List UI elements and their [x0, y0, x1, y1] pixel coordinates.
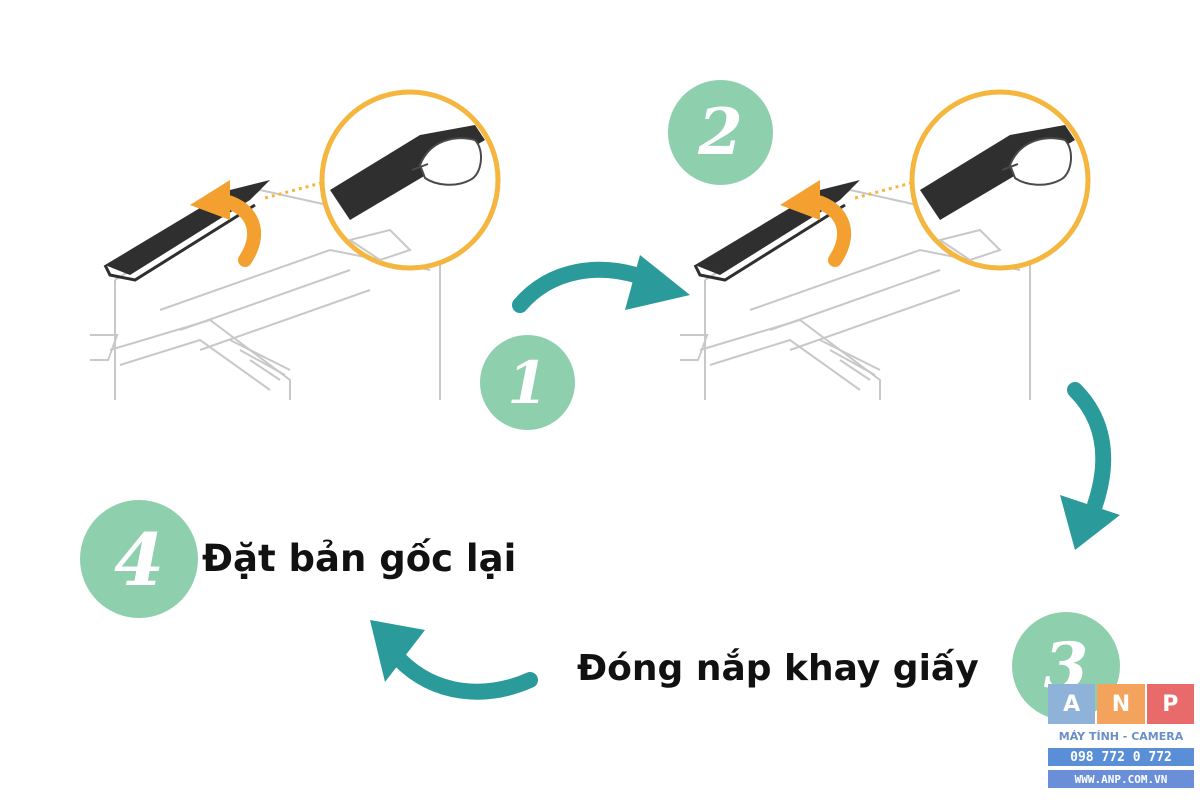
watermark-letter-a: A — [1048, 684, 1096, 724]
watermark-tagline: MÁY TÍNH - CAMERA — [1058, 730, 1184, 743]
step-3-label: Đóng nắp khay giấy — [577, 648, 979, 689]
lift-arrow-head — [780, 180, 820, 220]
curved-arrow-icon — [1060, 382, 1120, 550]
lift-arrow-head — [190, 180, 230, 220]
curved-arrow-icon — [512, 255, 690, 313]
zoom-leader-line — [264, 180, 326, 200]
zoom-circle — [319, 89, 501, 271]
watermark-phone: 098 772 0 772 — [1048, 748, 1194, 766]
watermark-logo: A N P — [1048, 684, 1194, 724]
watermark-website: WWW.ANP.COM.VN — [1048, 770, 1194, 788]
step-number-4: 4 — [113, 516, 165, 602]
printer-illustration-1 — [90, 89, 501, 400]
curved-arrow-icon — [370, 620, 538, 700]
zoom-circle — [909, 89, 1091, 271]
step-badge-4: 4 — [80, 500, 198, 618]
step-number-1: 1 — [507, 348, 548, 417]
zoom-leader-line — [854, 180, 916, 200]
step-4-label: Đặt bản gốc lại — [202, 537, 517, 580]
watermark-letter-p: P — [1146, 684, 1194, 724]
hand-icon — [411, 137, 482, 186]
watermark-letter-n: N — [1097, 684, 1145, 724]
step-badge-1: 1 — [480, 335, 575, 430]
printer-illustration-2 — [680, 89, 1091, 400]
hand-icon — [1001, 137, 1072, 186]
anp-watermark: A N P MÁY TÍNH - CAMERA 098 772 0 772 WW… — [1048, 684, 1194, 792]
step-number-2: 2 — [698, 95, 743, 170]
step-badge-2: 2 — [668, 80, 773, 185]
